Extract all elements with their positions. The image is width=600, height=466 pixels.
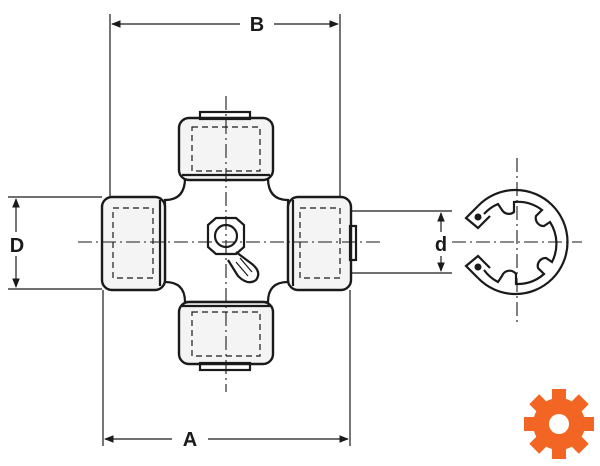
- grease-nipple-icon: [206, 216, 260, 284]
- label-small-d: d: [435, 234, 447, 256]
- bearing-cap-left: [100, 195, 167, 292]
- label-d: D: [10, 235, 24, 257]
- dimension-d: D: [6, 196, 102, 290]
- center-lines: [78, 96, 380, 392]
- label-a: A: [183, 429, 197, 451]
- dimension-a: A: [102, 290, 351, 451]
- bearing-cap-right: [286, 195, 358, 292]
- label-b: B: [250, 14, 264, 36]
- dimension-b: B: [109, 12, 341, 200]
- dimension-small-d: d: [352, 210, 452, 274]
- orange-gear-icon: [524, 389, 594, 459]
- circlip-icon: [452, 158, 582, 326]
